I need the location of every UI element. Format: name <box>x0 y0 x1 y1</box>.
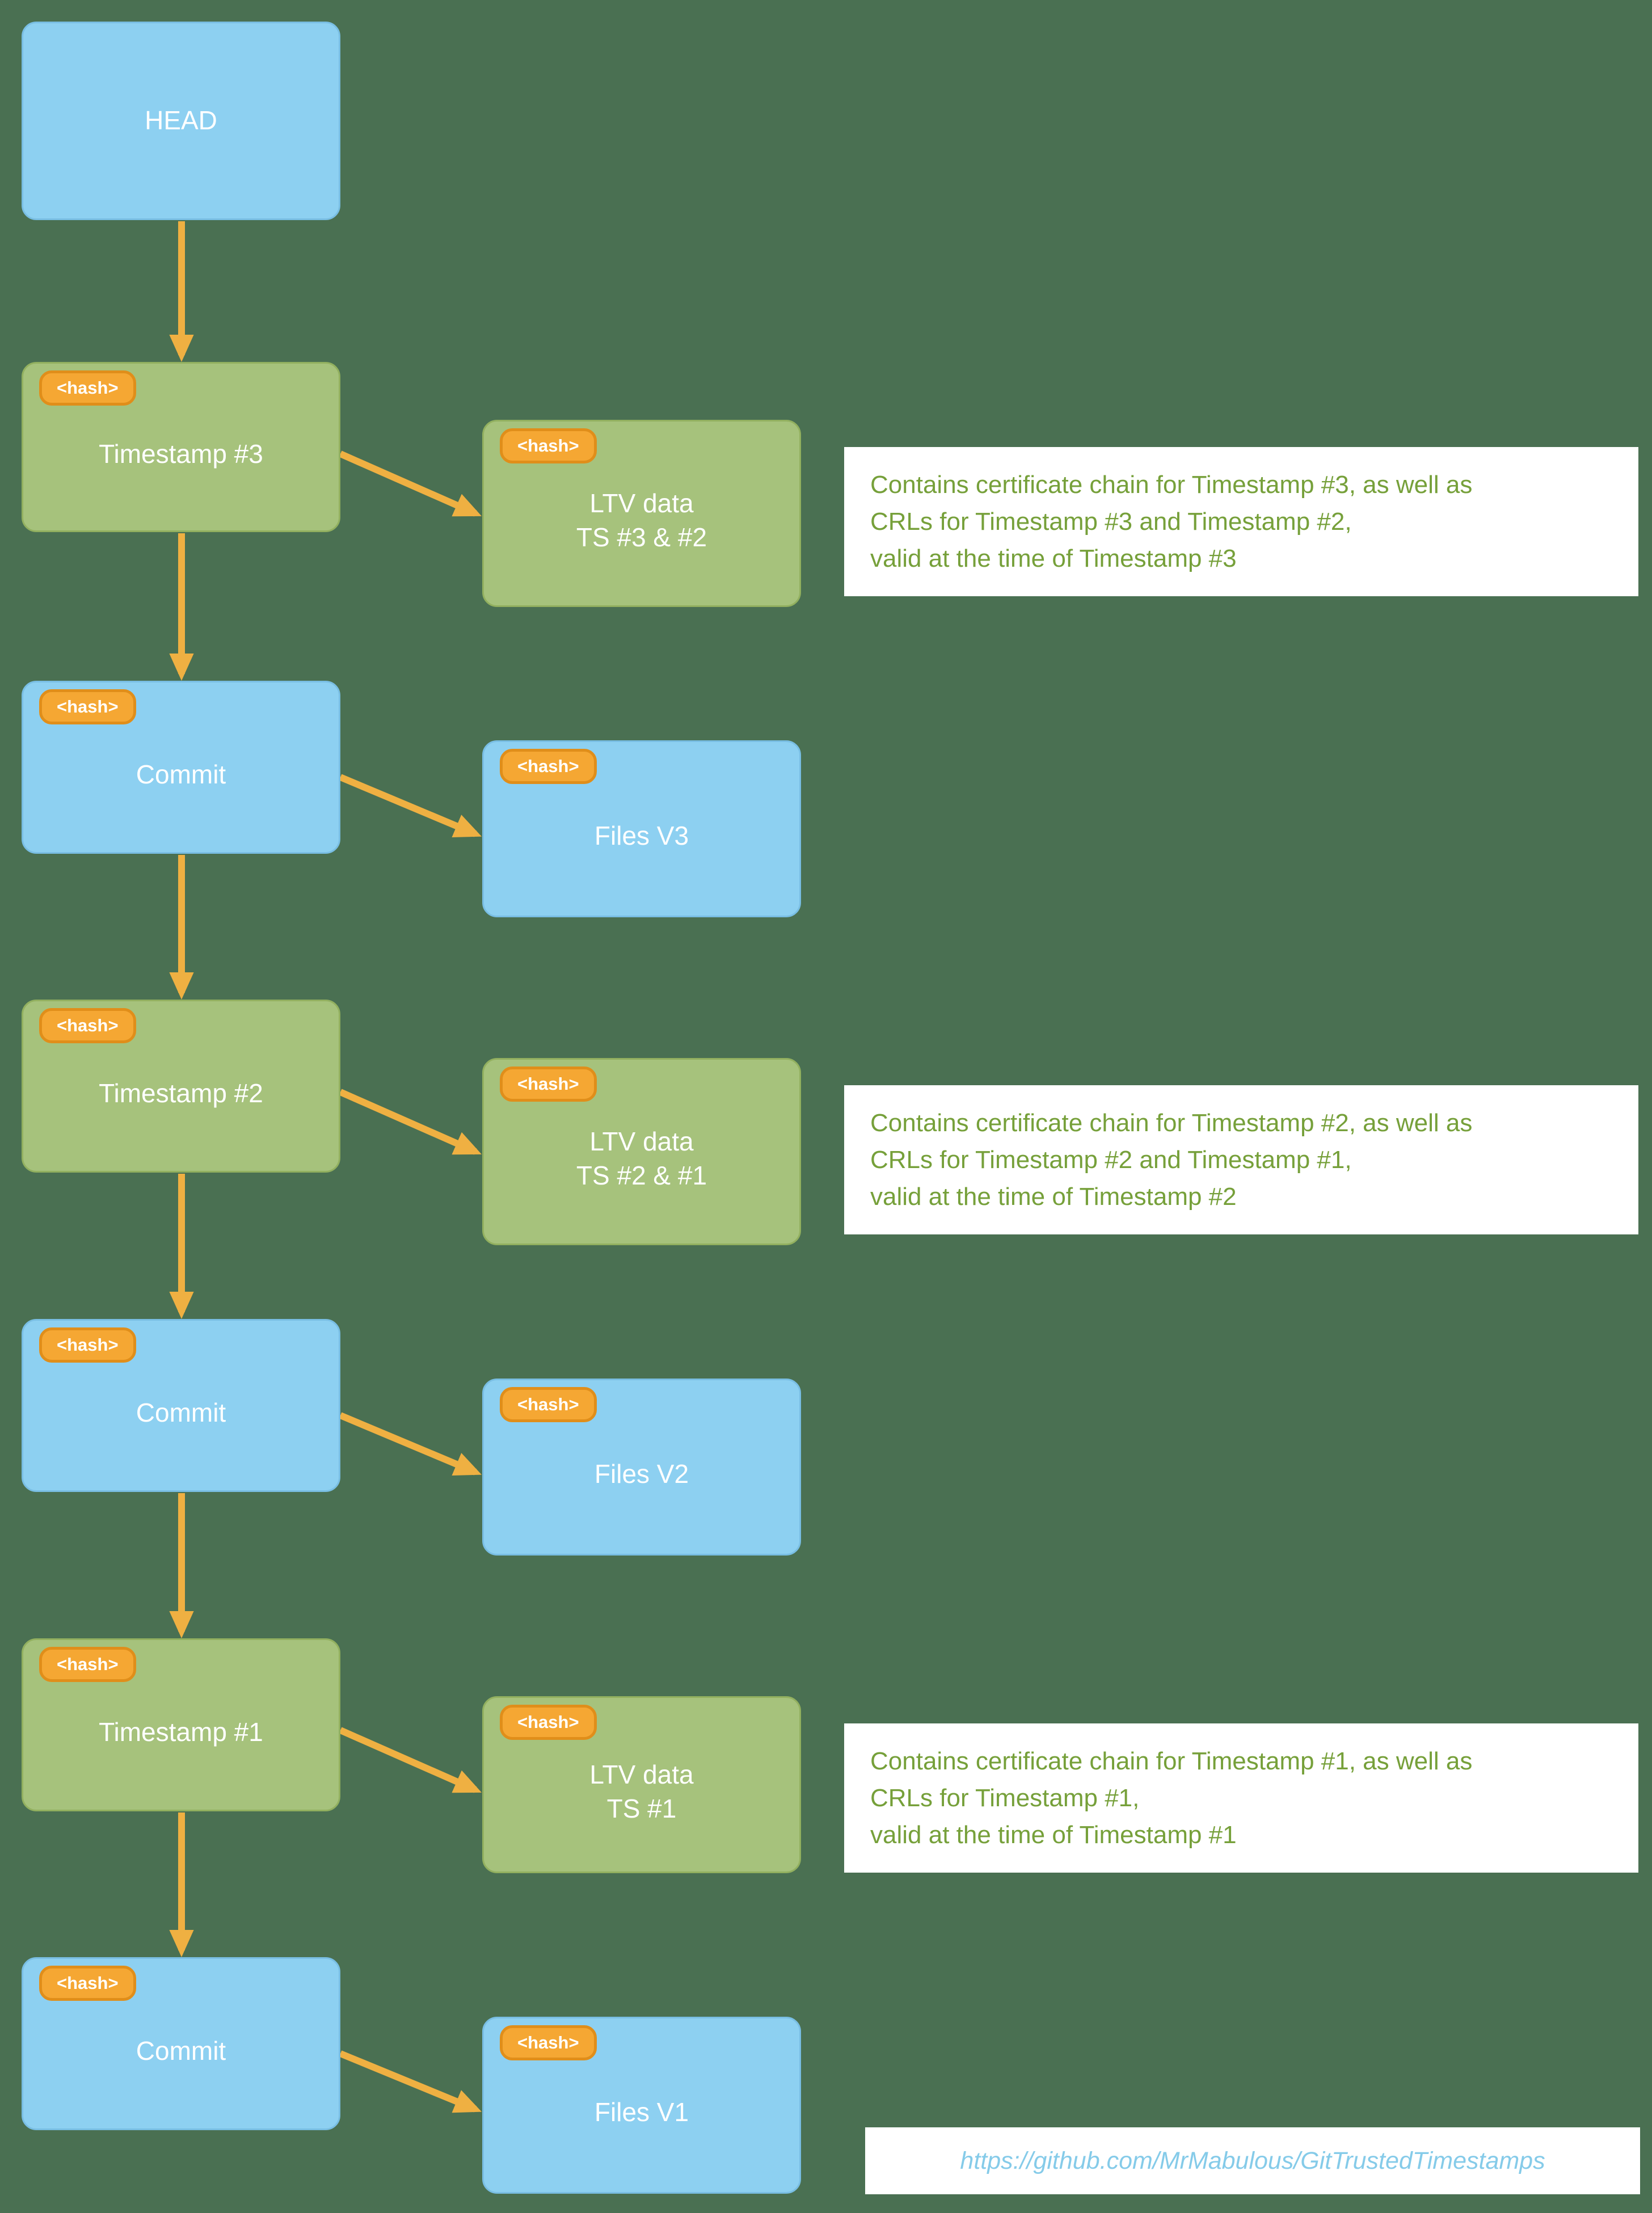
annotation-timestamp-1: Contains certificate chain for Timestamp… <box>844 1723 1638 1873</box>
hash-badge: <hash> <box>500 1705 597 1740</box>
ltv1-line2: TS #1 <box>606 1794 677 1823</box>
node-commit-3: <hash> Commit <box>22 1957 340 2130</box>
node-ltv-data-ts2-label: LTV data TS #2 & #1 <box>576 1110 707 1193</box>
annotation-line: valid at the time of Timestamp #3 <box>870 545 1237 573</box>
hash-badge: <hash> <box>39 1647 136 1683</box>
annotation-line: CRLs for Timestamp #3 and Timestamp #2, <box>870 508 1352 536</box>
arrow-timestamp2-to-ltv2 <box>339 1089 482 1155</box>
hash-badge: <hash> <box>500 749 597 785</box>
node-timestamp-2-label: Timestamp #2 <box>99 1078 263 1108</box>
hash-badge: <hash> <box>39 1008 136 1044</box>
node-commit-3-label: Commit <box>136 2035 226 2066</box>
node-ltv-data-ts1-label: LTV data TS #1 <box>589 1743 693 1826</box>
node-head: HEAD <box>22 22 340 220</box>
annotation-line: Contains certificate chain for Timestamp… <box>870 1109 1473 1137</box>
arrow-commit2-to-filesv2 <box>339 1412 482 1476</box>
node-timestamp-2: <hash> Timestamp #2 <box>22 1000 340 1173</box>
hash-badge: <hash> <box>500 1067 597 1102</box>
node-files-v3: <hash> Files V3 <box>482 740 801 917</box>
arrow-timestamp1-to-ltv1 <box>339 1727 482 1793</box>
hash-badge: <hash> <box>39 370 136 406</box>
hash-badge: <hash> <box>500 1387 597 1423</box>
hash-badge: <hash> <box>39 1966 136 2001</box>
node-commit-2-label: Commit <box>136 1397 226 1427</box>
annotation-line: valid at the time of Timestamp #2 <box>870 1183 1237 1211</box>
node-head-label: HEAD <box>145 106 217 136</box>
hash-badge: <hash> <box>500 428 597 464</box>
ltv1-line1: LTV data <box>589 1760 694 1790</box>
annotation-timestamp-3: Contains certificate chain for Timestamp… <box>844 447 1638 597</box>
arrow-commit3-to-filesv1 <box>339 2050 482 2113</box>
ltv2-line2: TS #2 & #1 <box>576 1161 707 1190</box>
hash-badge: <hash> <box>500 2025 597 2061</box>
ltv3-line1: LTV data <box>589 488 694 519</box>
node-commit-1-label: Commit <box>136 759 226 789</box>
arrow-commit1-to-filesv3 <box>339 774 482 837</box>
annotation-line: CRLs for Timestamp #1, <box>870 1784 1140 1812</box>
node-timestamp-3-label: Timestamp #3 <box>99 439 263 469</box>
annotation-line: Contains certificate chain for Timestamp… <box>870 1747 1473 1775</box>
node-ltv-data-ts3: <hash> LTV data TS #3 & #2 <box>482 420 801 607</box>
annotation-line: Contains certificate chain for Timestamp… <box>870 471 1473 499</box>
node-files-v3-label: Files V3 <box>594 821 689 851</box>
node-timestamp-1: <hash> Timestamp #1 <box>22 1638 340 1811</box>
footer-url-box: https://github.com/MrMabulous/GitTrusted… <box>865 2127 1640 2194</box>
arrow-timestamp3-to-ltv3 <box>339 450 482 517</box>
node-files-v2: <hash> Files V2 <box>482 1379 801 1556</box>
ltv2-line1: LTV data <box>589 1127 694 1157</box>
node-ltv-data-ts1: <hash> LTV data TS #1 <box>482 1696 801 1873</box>
hash-badge: <hash> <box>39 1327 136 1363</box>
annotation-timestamp-2: Contains certificate chain for Timestamp… <box>844 1085 1638 1235</box>
annotation-line: CRLs for Timestamp #2 and Timestamp #1, <box>870 1146 1352 1174</box>
node-timestamp-3: <hash> Timestamp #3 <box>22 362 340 532</box>
node-commit-1: <hash> Commit <box>22 681 340 854</box>
github-url-link[interactable]: https://github.com/MrMabulous/GitTrusted… <box>960 2147 1545 2174</box>
hash-badge: <hash> <box>39 689 136 725</box>
annotation-line: valid at the time of Timestamp #1 <box>870 1821 1237 1849</box>
node-files-v2-label: Files V2 <box>594 1459 689 1489</box>
node-commit-2: <hash> Commit <box>22 1319 340 1492</box>
node-timestamp-1-label: Timestamp #1 <box>99 1717 263 1747</box>
ltv3-line2: TS #3 & #2 <box>576 522 707 552</box>
node-ltv-data-ts2: <hash> LTV data TS #2 & #1 <box>482 1058 801 1245</box>
node-files-v1-label: Files V1 <box>594 2097 689 2127</box>
node-ltv-data-ts3-label: LTV data TS #3 & #2 <box>576 472 707 555</box>
node-files-v1: <hash> Files V1 <box>482 2017 801 2194</box>
